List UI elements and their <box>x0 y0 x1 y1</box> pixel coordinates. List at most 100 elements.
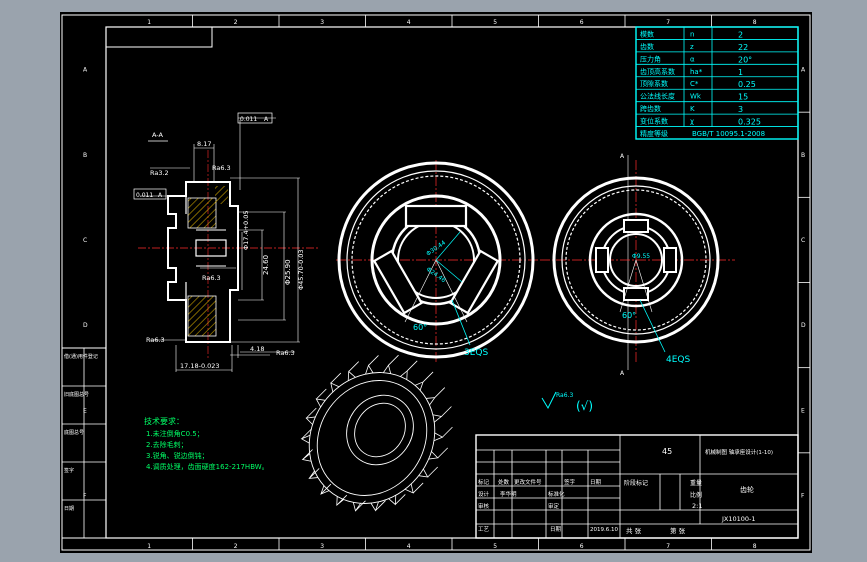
ra-top: Ra6.3 <box>212 164 231 172</box>
param-symbol: n <box>690 30 694 38</box>
right-angle: 60° <box>622 311 636 320</box>
border-col-top: 1 <box>147 19 151 26</box>
param-value: 0.25 <box>738 80 756 89</box>
param-name: 公法线长度 <box>640 92 675 101</box>
param-name: 顶隙系数 <box>640 79 668 88</box>
border-row-left: E <box>83 407 87 414</box>
param-symbol: K <box>690 105 695 113</box>
tech-item-3: 3.锐角、锐边倒钝； <box>146 451 209 460</box>
border-col-top: 7 <box>666 19 670 26</box>
gear-tooth <box>404 482 424 494</box>
dim-bottom-length: 17.18-0.023 <box>180 362 220 370</box>
param-name: 精度等级 <box>640 129 668 138</box>
border-col-bottom: 5 <box>493 543 497 550</box>
right-note: 4EQS <box>666 355 690 365</box>
dim-top-width: 8.17 <box>197 140 211 148</box>
param-name: 跨齿数 <box>640 104 661 113</box>
ra-mid: Ra6.3 <box>202 274 221 282</box>
border-col-top: 3 <box>320 19 324 26</box>
border-row-left: C <box>83 237 87 244</box>
param-value: BGB/T 10095.1-2008 <box>692 130 765 138</box>
param-symbol: α <box>690 55 695 63</box>
param-symbol: Wk <box>690 93 702 101</box>
title-block-cell: 处数 <box>498 478 510 486</box>
gear-isometric-render <box>300 354 453 512</box>
border-col-top: 8 <box>753 19 757 26</box>
border-row-left: D <box>83 322 88 329</box>
right-section-mark-top: A <box>620 153 625 160</box>
border-col-bottom: 6 <box>580 543 584 550</box>
border-row-right: B <box>801 152 805 159</box>
border-col-bottom: 1 <box>147 543 151 550</box>
ra-bottom-right: Ra6.3 <box>276 349 295 357</box>
border-col-top: 2 <box>234 19 238 26</box>
roughness-ra: Ra6.3 <box>556 392 573 399</box>
gear-tooth <box>414 371 434 391</box>
border-col-top: 4 <box>407 19 411 26</box>
param-name: 变位系数 <box>640 117 668 126</box>
left-note: 3EQS <box>464 348 488 358</box>
tech-item-2: 2.去除毛刺； <box>146 440 188 449</box>
border-row-right: D <box>801 322 806 329</box>
title-block-cell: 审核 <box>478 502 490 510</box>
flatness-top-value: 0.011 <box>240 116 257 123</box>
tech-item-4: 4.调质处理，齿面硬度162-217HBW。 <box>146 462 269 471</box>
section-label: A-A <box>152 131 164 139</box>
title-block-cell: 签字 <box>564 478 576 486</box>
end-view-right: A A Φ9.55 60° 4EQS <box>540 153 735 377</box>
tech-item-1: 1.未注倒角C0.5； <box>146 429 204 438</box>
gear-tooth <box>315 388 327 408</box>
border-col-top: 6 <box>580 19 584 26</box>
gear-tooth <box>352 500 366 512</box>
param-symbol: C* <box>690 80 699 88</box>
gear-tooth <box>365 355 379 375</box>
title-block-cell: 设计 <box>478 490 490 498</box>
title-code: JX10100-1 <box>721 515 756 523</box>
gear-tooth <box>301 449 313 462</box>
border-row-left: F <box>83 492 87 499</box>
border-col-top: 5 <box>493 19 497 26</box>
param-symbol: χ <box>690 118 694 126</box>
drawing-sheet <box>60 12 812 553</box>
dim-mid: 24.60 <box>262 255 270 275</box>
right-dia: Φ9.55 <box>632 253 650 260</box>
title-sheets: 共 张 <box>626 526 642 535</box>
border-row-right: E <box>801 407 805 414</box>
strip-label: 旧底图总号 <box>64 391 89 398</box>
title-block-cell: 工艺 <box>478 526 490 533</box>
left-angle: 60° <box>413 323 427 332</box>
param-value: 2 <box>738 30 743 39</box>
gear-tooth <box>300 428 312 444</box>
param-value: 3 <box>738 105 743 114</box>
param-value: 22 <box>738 43 748 52</box>
strip-label: 底图总号 <box>64 429 84 436</box>
strip-label: 签字 <box>64 467 74 474</box>
dim-bore: Φ17.4+0.05 <box>242 210 250 250</box>
border-row-right: F <box>801 492 805 499</box>
ra-left: Ra3.2 <box>150 169 169 177</box>
tech-title: 技术要求： <box>144 416 184 426</box>
param-value: 0.325 <box>738 118 761 127</box>
gear-tooth <box>336 494 348 507</box>
border-col-bottom: 2 <box>234 543 238 550</box>
gear-tooth <box>320 483 332 495</box>
title-drawing-name: 机械制图 轴承座设计(1-10) <box>705 448 773 456</box>
strip-label: 借(通)用件登记 <box>64 353 98 360</box>
title-block-cell: 日期 <box>590 479 602 486</box>
param-value: 1 <box>738 68 743 77</box>
ra-bottom-left: Ra6.3 <box>146 336 165 344</box>
gear-tooth <box>347 361 359 381</box>
title-block-cell: 标准化 <box>548 490 565 498</box>
border-col-bottom: 3 <box>320 543 324 550</box>
title-block-cell: 标记 <box>478 478 490 486</box>
gear-tooth <box>432 406 452 423</box>
dim-root: Φ25.90 <box>284 259 292 285</box>
param-symbol: ha* <box>690 68 703 76</box>
dim-bottom-width: 4.18 <box>250 345 264 353</box>
border-row-right: A <box>801 67 806 74</box>
gear-tooth <box>308 468 320 479</box>
title-ratio: 比例 <box>690 491 702 499</box>
